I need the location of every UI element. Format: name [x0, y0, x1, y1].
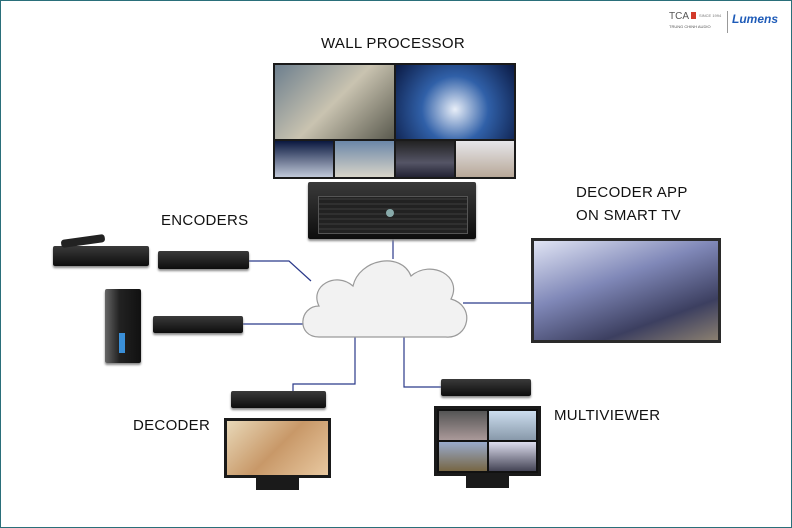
set-top-box [53, 246, 149, 266]
lumens-logo: Lumens [732, 12, 779, 26]
line-cloud-multiviewer [403, 336, 441, 388]
wall-screen-launch [335, 141, 394, 177]
multiviewer-monitor-stand [466, 476, 509, 488]
mv-quad-1 [439, 411, 487, 440]
tca-logo: TCA [669, 11, 689, 22]
wall-screen-airplane [275, 65, 394, 139]
mv-quad-2 [488, 411, 536, 440]
label-smart-tv: ON SMART TV [576, 207, 681, 224]
label-decoder: DECODER [133, 417, 211, 434]
multiviewer-monitor [434, 406, 541, 476]
mv-quad-3 [439, 442, 487, 471]
label-encoders: ENCODERS [161, 212, 249, 229]
multiviewer-device [441, 379, 531, 396]
wall-screen-meeting [455, 141, 514, 177]
wall-processor-device [308, 182, 476, 239]
video-wall [273, 63, 516, 179]
smart-tv [531, 238, 721, 343]
tca-sub-text: TRUNG CHINH AUDIO [669, 24, 711, 29]
label-multiviewer: MULTIVIEWER [554, 407, 661, 424]
encoder-device-1 [158, 251, 249, 269]
power-button-icon [386, 209, 394, 217]
since-text: SINCE 1994 [699, 13, 722, 18]
decoder-device [231, 391, 326, 408]
line-cloud-decoder [292, 336, 356, 391]
brand-logo: TCA SINCE 1994 TRUNG CHINH AUDIO Lumens [669, 11, 789, 35]
wall-screen-control-room [395, 141, 454, 177]
cloud-icon [302, 260, 468, 338]
pc-led-icon [119, 333, 125, 353]
logo-divider [727, 11, 728, 33]
decoder-monitor-stand [256, 478, 299, 490]
encoder-device-2 [153, 316, 243, 333]
label-decoder-app: DECODER APP [576, 184, 688, 201]
pc-tower [105, 289, 141, 363]
tca-logo-mark [691, 12, 696, 19]
wall-screen-shuttle [275, 141, 334, 177]
line-encoder1-cloud [249, 260, 312, 282]
wall-screen-globe [395, 65, 514, 139]
mv-quad-4 [488, 442, 536, 471]
label-wall-processor: WALL PROCESSOR [321, 35, 465, 52]
decoder-monitor [224, 418, 331, 478]
